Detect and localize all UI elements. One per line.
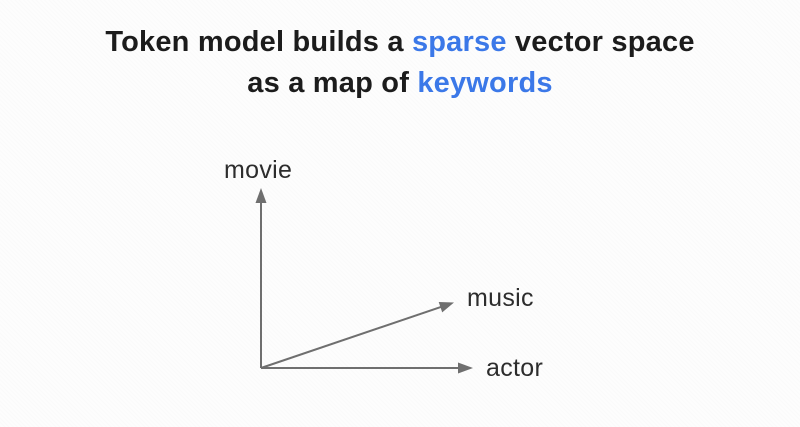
title-text: as a map of [247, 67, 418, 99]
y-axis-arrow [255, 188, 267, 368]
page-title: Token model builds a sparse vector space… [0, 22, 800, 104]
axis-label-actor: actor [486, 354, 544, 382]
x-axis-arrow [261, 362, 473, 374]
title-line-2: as a map of keywords [247, 67, 552, 99]
axis-label-music: music [467, 284, 534, 312]
title-text: Token model builds a [105, 26, 412, 58]
diagonal-arrow [260, 302, 454, 369]
title-line-1: Token model builds a sparse vector space [105, 26, 694, 58]
title-text: vector space [506, 26, 695, 58]
axis-label-movie: movie [224, 156, 293, 184]
title-highlight-sparse: sparse [411, 26, 507, 58]
title-highlight-keywords: keywords [417, 67, 553, 99]
